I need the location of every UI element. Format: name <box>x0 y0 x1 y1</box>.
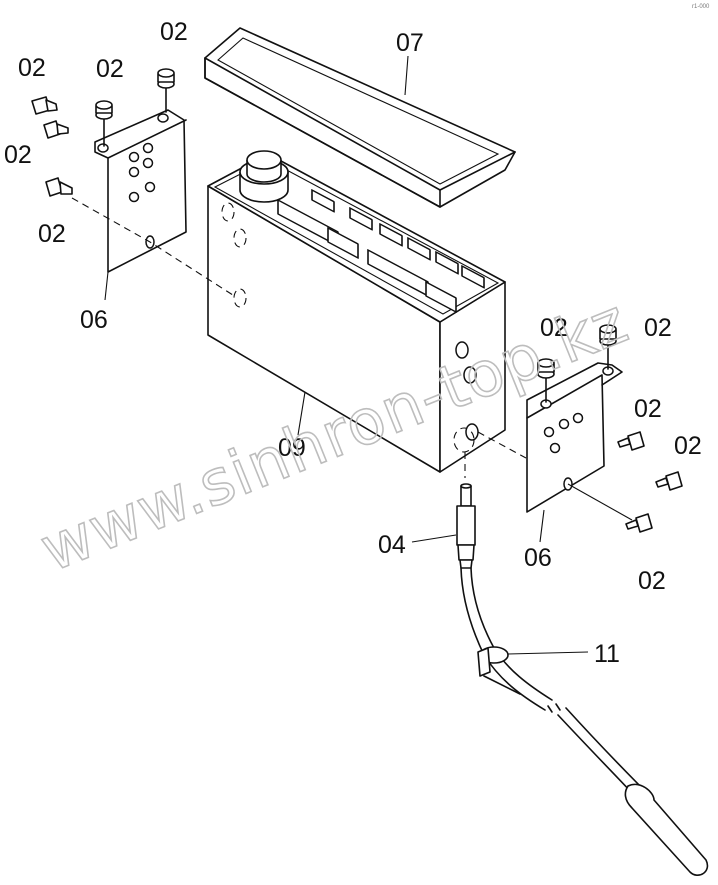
leader-bracket-right <box>539 509 545 543</box>
bolt-icon <box>31 96 58 115</box>
bolt-icon <box>625 513 653 533</box>
sensor-probe <box>456 452 476 569</box>
label-bolt-top-left-b: 02 <box>96 55 124 83</box>
label-bolt-right-top-a: 02 <box>540 314 568 342</box>
leader-clamp <box>507 651 589 655</box>
leader-cover <box>404 55 409 96</box>
bolt-icon <box>617 431 645 451</box>
label-bolt-right-lower: 02 <box>674 432 702 460</box>
assembly-line-right <box>477 431 527 459</box>
corner-mark: r1-000 <box>692 4 710 10</box>
assembly-line-right-lower <box>567 483 633 521</box>
bolt-icon <box>45 177 73 197</box>
housing-body <box>207 150 506 473</box>
cable-clamp <box>477 646 521 695</box>
bolt-icon <box>43 120 69 139</box>
label-bolt-top-left-a: 02 <box>18 54 46 82</box>
label-bolt-left-lower-b: 02 <box>38 220 66 248</box>
label-bolt-right-top-b: 02 <box>644 314 672 342</box>
filler-cap <box>239 150 289 203</box>
label-housing: 09 <box>278 434 306 462</box>
bracket-left <box>94 109 187 273</box>
label-bracket-right: 06 <box>524 544 552 572</box>
label-bracket-left: 06 <box>80 306 108 334</box>
label-bolt-left-lower-a: 02 <box>4 141 32 169</box>
bolt-icon <box>95 100 113 147</box>
label-bolt-top-center: 02 <box>160 18 188 46</box>
cover-tray <box>204 27 516 208</box>
label-cover: 07 <box>396 29 424 57</box>
leader-housing <box>297 391 306 436</box>
bolt-icon <box>537 358 555 403</box>
sensor-cable <box>460 567 709 876</box>
label-bolt-right-mid: 02 <box>634 395 662 423</box>
leader-bracket-left <box>104 271 109 301</box>
label-sensor: 04 <box>378 531 406 559</box>
leader-sensor <box>411 534 457 543</box>
label-bolt-right-bottom: 02 <box>638 567 666 595</box>
assembly-line-left <box>71 197 237 298</box>
label-clamp: 11 <box>594 640 620 668</box>
bolt-icon <box>655 471 683 491</box>
bracket-right <box>526 362 623 513</box>
bolt-icon <box>157 68 175 113</box>
bolt-icon <box>599 324 617 370</box>
